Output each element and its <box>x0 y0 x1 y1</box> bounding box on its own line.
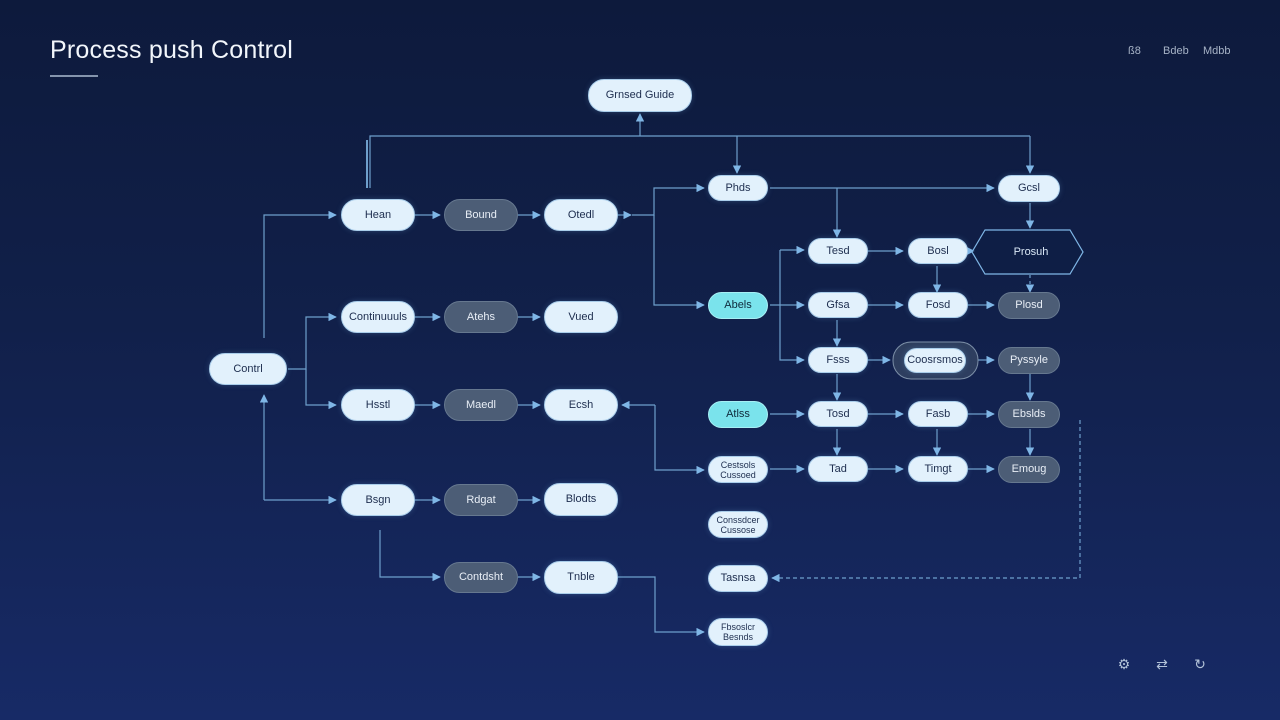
header-item-1[interactable]: ß8 <box>1128 45 1141 57</box>
flow-node-rdgat[interactable]: Rdgat <box>444 484 518 516</box>
flow-node-abels[interactable]: Abels <box>708 292 768 319</box>
flow-node-blodts[interactable]: Blodts <box>544 483 618 516</box>
flow-node-fsss[interactable]: Fsss <box>808 347 868 373</box>
header-item-2[interactable]: Bdeb <box>1163 45 1189 57</box>
flow-node-grnsed-guide[interactable]: Grnsed Guide <box>588 79 692 112</box>
flow-node-bsgn[interactable]: Bsgn <box>341 484 415 516</box>
flow-node-bound[interactable]: Bound <box>444 199 518 231</box>
flow-node-contrl[interactable]: Contrl <box>209 353 287 385</box>
flow-node-fosd[interactable]: Fosd <box>908 292 968 318</box>
connector-ctrl-to-hean <box>263 210 337 338</box>
flow-node-tad[interactable]: Tad <box>808 456 868 482</box>
flow-node-maedl[interactable]: Maedl <box>444 389 518 421</box>
flow-node-cestsols[interactable]: Cestsols Cussoed <box>708 456 768 483</box>
flow-node-atlss[interactable]: Atlss <box>708 401 768 428</box>
flow-node-timgt[interactable]: Timgt <box>908 456 968 482</box>
flow-node-contdsht[interactable]: Contdsht <box>444 562 518 593</box>
flow-node-phds[interactable]: Phds <box>708 175 768 201</box>
connector-top-bar <box>369 135 1030 188</box>
flow-node-tasnsa[interactable]: Tasnsa <box>708 565 768 592</box>
share-icon[interactable]: ⇄ <box>1156 655 1168 672</box>
flow-node-emoug[interactable]: Emoug <box>998 456 1060 483</box>
flow-node-gfsa[interactable]: Gfsa <box>808 292 868 318</box>
flow-node-prosuh[interactable]: Prosuh <box>1013 245 1049 258</box>
flow-node-hsstl[interactable]: Hsstl <box>341 389 415 421</box>
connector-feedback-dashed <box>771 420 1081 583</box>
flow-node-plosd[interactable]: Plosd <box>998 292 1060 319</box>
refresh-icon[interactable]: ↻ <box>1194 655 1206 672</box>
flow-node-pyssyle[interactable]: Pyssyle <box>998 347 1060 374</box>
connector-ctrl-to-hsstl <box>305 369 337 410</box>
flow-node-vued[interactable]: Vued <box>544 301 618 333</box>
header-item-3[interactable]: Mdbb <box>1203 45 1231 57</box>
flow-node-otedl[interactable]: Otedl <box>544 199 618 231</box>
flow-node-fbsoslcr[interactable]: Fbsoslcr Besnds <box>708 618 768 646</box>
flow-node-bosl[interactable]: Bosl <box>908 238 968 264</box>
hexagon-prosuh-outline <box>971 229 1084 275</box>
flow-node-conssdcer[interactable]: Conssdcer Cussose <box>708 511 768 538</box>
flow-node-hean[interactable]: Hean <box>341 199 415 231</box>
connector-ctrl-to-continuuuls <box>288 312 337 370</box>
flow-node-gcsl[interactable]: Gcsl <box>998 175 1060 202</box>
flow-node-atehs[interactable]: Atehs <box>444 301 518 333</box>
page-title: Process push Control <box>50 36 294 64</box>
flow-node-ebslds[interactable]: Ebslds <box>998 401 1060 428</box>
flow-node-coosrsmos[interactable]: Coosrsmos <box>904 348 966 373</box>
flow-node-fasb[interactable]: Fasb <box>908 401 968 427</box>
connector-bsgn-to-contdsht <box>379 530 441 582</box>
title-underline <box>50 75 98 77</box>
flow-node-tesd[interactable]: Tesd <box>808 238 868 264</box>
flow-node-tosd[interactable]: Tosd <box>808 401 868 427</box>
flow-node-continuuuls[interactable]: Continuuuls <box>341 301 415 333</box>
flow-node-ecsh[interactable]: Ecsh <box>544 389 618 421</box>
settings-icon[interactable]: ⚙ <box>1117 655 1131 672</box>
flow-node-tnble[interactable]: Tnble <box>544 561 618 594</box>
